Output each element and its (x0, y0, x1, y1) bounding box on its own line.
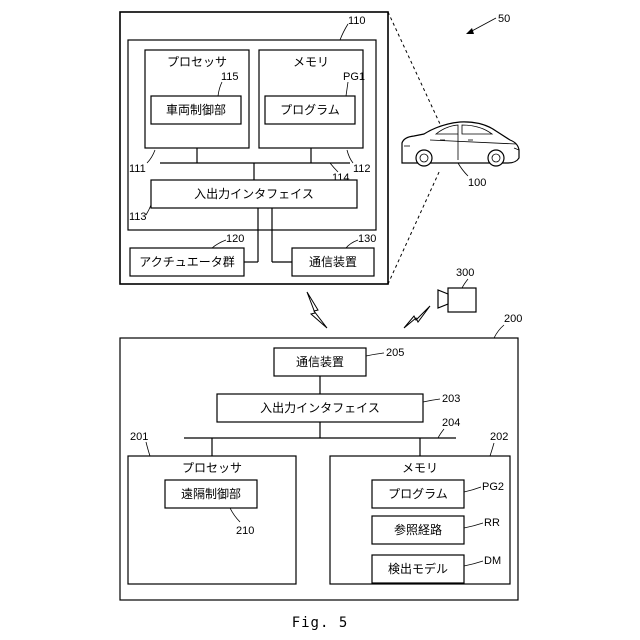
server-system: 200 通信装置 205 入出力インタフェイス 203 204 プロセッサ 20… (120, 313, 522, 600)
ref-204: 204 (442, 417, 460, 429)
ref-200-leader (494, 325, 504, 338)
vehicle-system: 110 プロセッサ 115 車両制御部 メモリ PG1 プログラム 111 11… (120, 12, 388, 284)
ref-130: 130 (358, 233, 376, 245)
ref-50-arrowhead (466, 28, 474, 34)
vehicle-processor-label: プロセッサ (167, 55, 227, 69)
figure-caption: Fig. 5 (292, 615, 349, 631)
server-processor-box (128, 456, 296, 584)
detection-model-label: 検出モデル (388, 561, 448, 576)
zoom-line-top (388, 12, 440, 124)
ref-203: 203 (442, 393, 460, 405)
ref-112: 112 (353, 163, 371, 175)
remote-control-unit-label: 遠隔制御部 (181, 486, 241, 501)
wireless-icon-vehicle (307, 292, 327, 328)
ref-200: 200 (504, 313, 522, 325)
ref-dm: DM (484, 555, 501, 567)
ref-115: 115 (221, 71, 239, 83)
ref-110: 110 (348, 15, 366, 27)
vehicle-memory-label: メモリ (293, 55, 329, 69)
vehicle-io-label: 入出力インタフェイス (194, 187, 314, 201)
ref-120: 120 (226, 233, 244, 245)
ref-100: 100 (468, 177, 486, 189)
ref-100-leader (458, 163, 468, 176)
vehicle-comm-label: 通信装置 (309, 255, 357, 269)
ref-50: 50 (498, 13, 510, 25)
actuator-group-label: アクチュエータ群 (139, 255, 234, 269)
ref-202: 202 (490, 431, 508, 443)
ref-300-leader (462, 279, 468, 288)
ref-rr: RR (484, 517, 500, 529)
reference-route-label: 参照経路 (394, 522, 442, 537)
camera-icon (438, 288, 476, 312)
server-io-label: 入出力インタフェイス (260, 401, 380, 415)
ref-50-arrow (470, 18, 496, 32)
vehicle-control-unit-label: 車両制御部 (166, 102, 226, 117)
ref-205: 205 (386, 347, 404, 359)
server-processor-label: プロセッサ (182, 461, 242, 475)
server-program-label: プログラム (388, 487, 448, 501)
ref-pg2: PG2 (482, 481, 504, 493)
ref-111: 111 (129, 163, 146, 175)
vehicle-program-label: プログラム (280, 103, 340, 117)
ref-113: 113 (129, 211, 147, 223)
wireless-icon-camera (404, 306, 430, 328)
zoom-line-bottom (388, 170, 440, 284)
server-memory-label: メモリ (402, 461, 438, 475)
ref-201: 201 (130, 431, 148, 443)
ref-300: 300 (456, 267, 474, 279)
ref-pg1: PG1 (343, 71, 365, 83)
server-comm-label: 通信装置 (296, 355, 344, 369)
vehicle-car-icon (402, 122, 519, 166)
ref-210: 210 (236, 525, 254, 537)
